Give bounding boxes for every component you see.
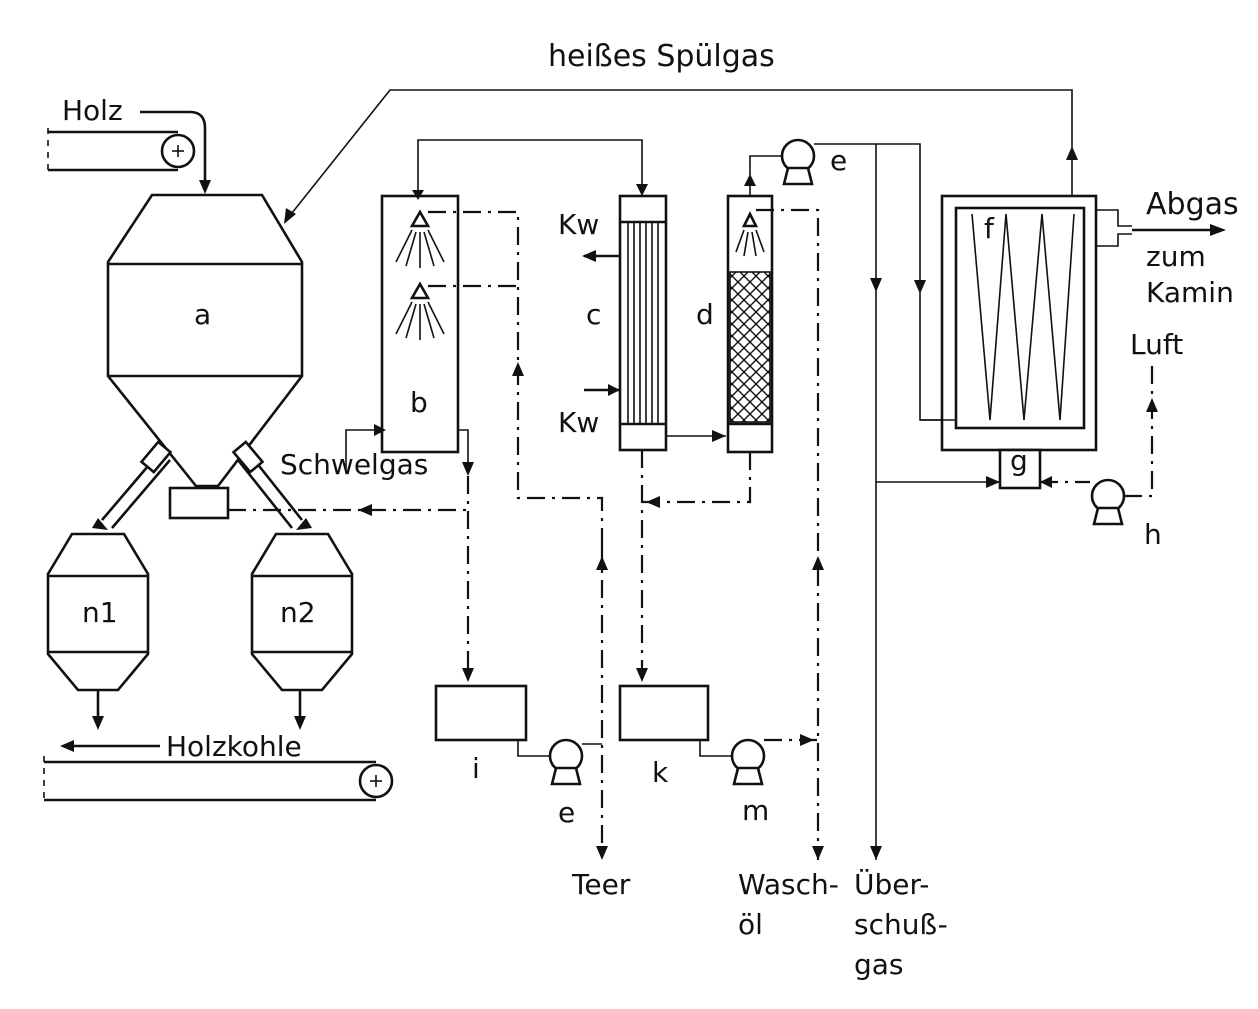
to-chimney-label-1: zum — [1146, 240, 1206, 273]
tar-scrubber-b — [345, 139, 648, 545]
wood-feed-conveyor — [47, 110, 211, 194]
tar-label: Teer — [571, 868, 631, 901]
carbonization-reactor-a — [106, 193, 304, 520]
combustion-chamber-f — [920, 194, 1226, 452]
unit-c-label: c — [586, 298, 601, 331]
n1-label: n1 — [82, 596, 118, 629]
wash-oil-label-2: öl — [738, 908, 763, 941]
cooling-water-top-label: Kw — [558, 208, 599, 241]
pump-e-top-label: e — [830, 144, 847, 177]
low-temp-gas-label: Schwelgas — [280, 448, 428, 481]
excess-gas-label-1: Über- — [854, 867, 929, 901]
burner-g — [998, 448, 1090, 490]
pump-m-label: m — [742, 794, 769, 827]
charcoal-cooler-n2 — [250, 532, 354, 730]
unit-g-label: g — [1010, 444, 1028, 477]
charcoal-conveyor — [43, 740, 394, 802]
excess-gas-label-2: schuß- — [854, 908, 948, 941]
unit-a-label: a — [194, 298, 211, 331]
hot-purge-gas-line — [284, 89, 1078, 224]
tar-tank-i — [434, 684, 550, 757]
spray-nozzle-icon — [395, 281, 445, 340]
tank-i-label: i — [472, 752, 480, 785]
tube-cooler-c — [582, 194, 726, 682]
wood-label: Holz — [62, 94, 123, 127]
cooling-water-bottom-label: Kw — [558, 406, 599, 439]
charcoal-label: Holzkohle — [166, 730, 302, 763]
pump-e-bottom-label: e — [558, 796, 575, 829]
exhaust-gas-label: Abgas — [1146, 187, 1239, 222]
wash-oil-line-arrows — [812, 556, 824, 860]
tar-pump-e — [548, 738, 602, 786]
packed-column-d — [642, 155, 820, 860]
spray-nozzle-icon — [395, 209, 445, 268]
n2-label: n2 — [280, 596, 316, 629]
spray-nozzle-icon — [735, 211, 765, 257]
hot-purge-gas-label: heißes Spülgas — [548, 39, 775, 74]
oil-tank-k — [618, 684, 732, 757]
to-chimney-label-2: Kamin — [1146, 276, 1234, 309]
oil-pump-m — [730, 734, 818, 786]
unit-b-label: b — [410, 386, 428, 419]
air-label: Luft — [1130, 328, 1183, 361]
wash-oil-label-1: Wasch- — [738, 868, 839, 901]
unit-f-label: f — [984, 212, 995, 245]
tank-k-label: k — [652, 756, 669, 789]
charcoal-cooler-n1 — [46, 532, 150, 730]
air-blower-h — [1090, 364, 1158, 526]
unit-d-label: d — [696, 298, 714, 331]
discharge-chutes — [92, 440, 312, 530]
excess-gas-line — [870, 144, 1000, 860]
excess-gas-label-3: gas — [854, 948, 904, 981]
low-temp-gas-line — [228, 476, 474, 682]
tar-outlet-line — [596, 545, 608, 860]
pump-h-label: h — [1144, 518, 1162, 551]
